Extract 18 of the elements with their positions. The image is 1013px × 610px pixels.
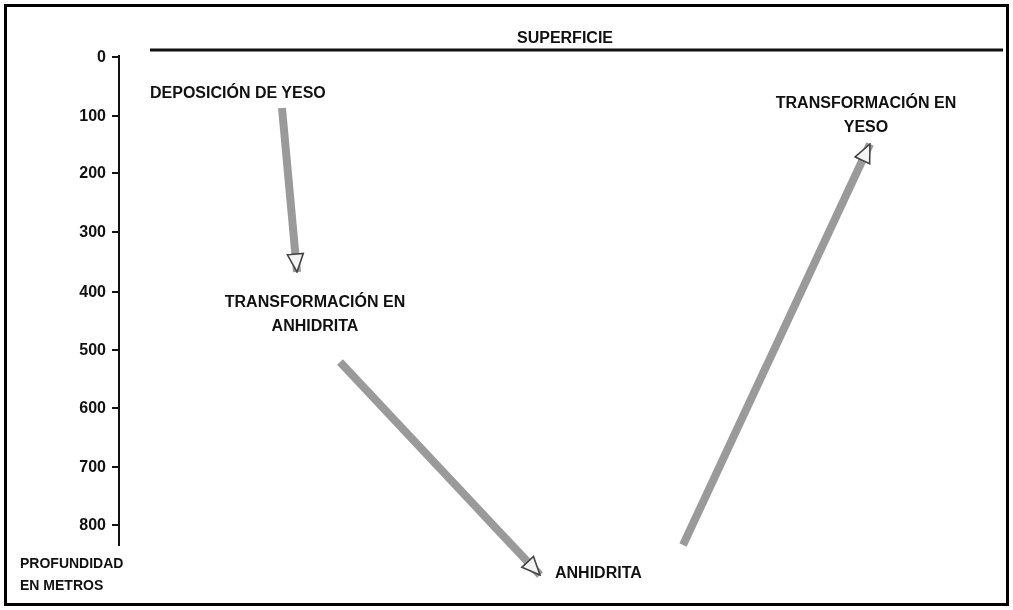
depth-tick-label: 700 [78, 457, 106, 477]
surface-label: SUPERFICIE [516, 28, 614, 48]
depth-tick-label: 100 [78, 106, 106, 126]
depth-tick-label: 500 [78, 340, 106, 360]
depth-tick-label: 300 [78, 222, 106, 242]
arrow [679, 142, 874, 547]
depth-tick-label: 400 [78, 282, 106, 302]
depth-tick-label: 600 [78, 398, 106, 418]
process-label: TRANSFORMACIÓN EN ANHIDRITA [223, 291, 407, 336]
depth-tick-label: 800 [78, 515, 106, 535]
depth-tick-label: 200 [78, 163, 106, 183]
depth-tick-label: 0 [96, 47, 106, 67]
process-label: DEPOSICIÓN DE YESO [150, 82, 327, 103]
arrow [337, 359, 543, 578]
process-label: TRANSFORMACIÓN EN YESO [774, 92, 958, 137]
axis-title: PROFUNDIDAD EN METROS [20, 554, 125, 595]
arrow [278, 107, 305, 273]
process-label: ANHIDRITA [555, 563, 643, 583]
